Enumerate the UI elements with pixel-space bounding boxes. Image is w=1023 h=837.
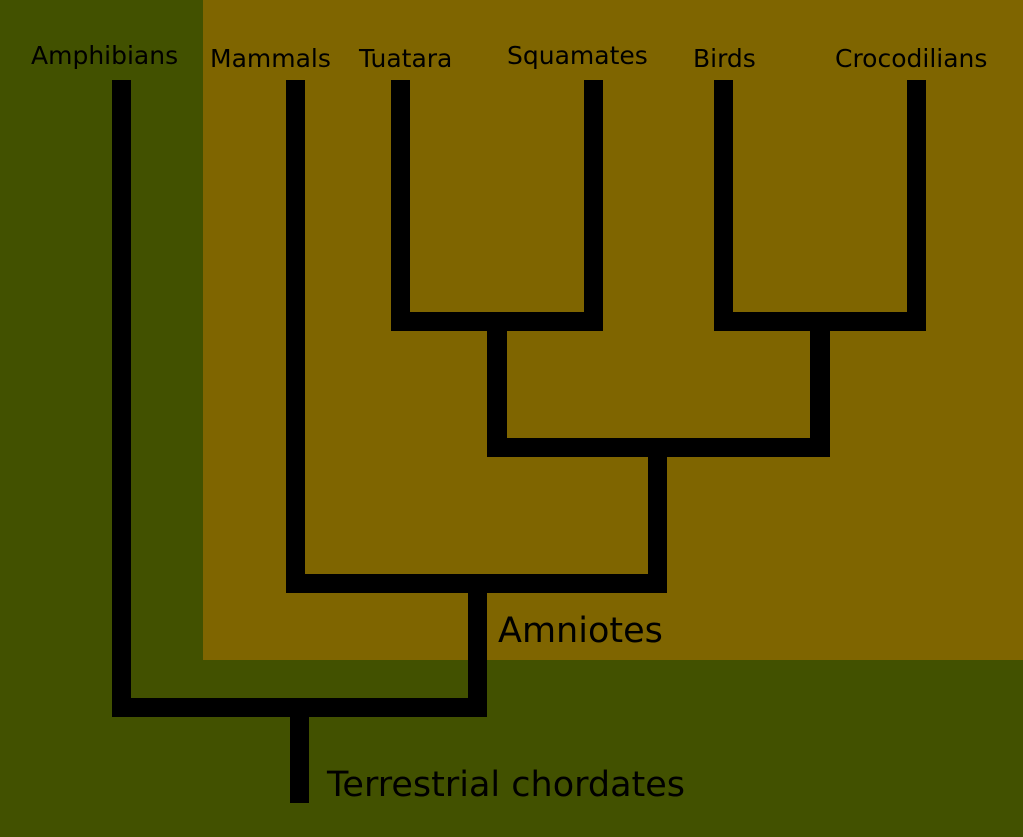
branch-birds [714,80,733,331]
label-amphibians: Amphibians [31,41,179,70]
branch-mammals [286,80,305,593]
label-tuatara: Tuatara [359,44,453,73]
branch-sauropsid-split [487,438,830,457]
branch-archosaur-split [714,312,926,331]
branch-root-split [112,698,487,717]
branch-amniote-split [286,574,667,593]
label-crocodilians: Crocodilians [835,44,988,73]
branch-root [290,717,309,803]
branch-amniotes [468,592,487,717]
label-squamates: Squamates [507,41,648,70]
branch-sauropsids [648,457,667,593]
label-amniotes: Amniotes [498,611,663,651]
branch-archosaurs [810,330,830,457]
branch-lepidosaurs [487,330,507,457]
branch-tuatara [391,80,410,331]
branch-amphibians [112,80,131,717]
label-birds: Birds [693,44,756,73]
branch-lepidosaur-split [391,312,603,331]
label-terrestrial-chordates: Terrestrial chordates [327,765,686,805]
label-mammals: Mammals [210,44,331,73]
branch-crocodilians [907,80,926,331]
branch-squamates [584,80,603,331]
